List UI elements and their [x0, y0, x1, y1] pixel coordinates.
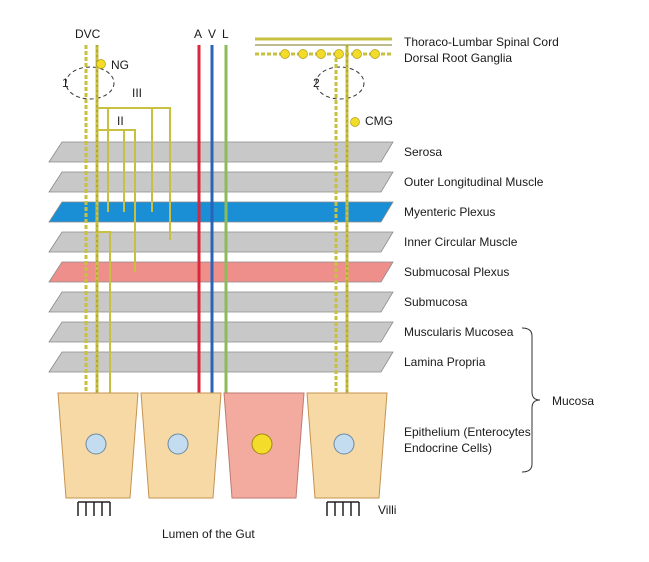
- celiac-mesenteric-ganglion: [350, 117, 360, 127]
- enterocyte-cell: [57, 392, 139, 499]
- mucosa-bracket: [521, 327, 541, 473]
- enterocyte-cell: [306, 392, 388, 499]
- dvc-label: DVC: [75, 27, 101, 41]
- layer-submucosal-plexus: [48, 261, 394, 283]
- layer-serosa: [48, 141, 394, 163]
- sympathetic-nerve-fibers: [334, 45, 360, 402]
- ng-label: NG: [111, 58, 129, 72]
- layer-myenteric-plexus: [48, 201, 394, 223]
- layer-label-submucosa: Submucosa: [404, 295, 468, 309]
- lymph-label: L: [222, 27, 229, 41]
- artery-label: A: [194, 27, 202, 41]
- vagal-nerve-fibers: [84, 45, 106, 402]
- layer-label-muscularis-mucosea: Muscularis Mucosea: [404, 325, 514, 339]
- neural-pathways: [97, 107, 171, 402]
- vein-label: V: [208, 27, 216, 41]
- epithelium-label-line1: Epithelium (Enterocytes: [404, 425, 531, 439]
- epithelium-label-line2: Endocrine Cells): [404, 441, 492, 455]
- cmg-label: CMG: [365, 114, 393, 128]
- layer-muscularis-mucosea: [48, 321, 394, 343]
- root-ganglia-label: Dorsal Root Ganglia: [404, 51, 512, 65]
- nodose-ganglion: [96, 59, 106, 69]
- layer-label-lamina-propria: Lamina Propria: [404, 355, 486, 369]
- pathway-II-label: II: [117, 114, 124, 128]
- layer-label-submucosal-plexus: Submucosal Plexus: [404, 265, 509, 279]
- loop-1-ellipse: [65, 66, 115, 100]
- spinal-cord-bar: [255, 37, 392, 46]
- layer-inner-circular-muscle: [48, 231, 394, 253]
- layers-group: [48, 141, 394, 373]
- villi-label: Villi: [378, 503, 396, 517]
- loop-2-ellipse: [315, 66, 365, 100]
- dorsal-root-ganglia-row: [255, 49, 392, 59]
- layer-submucosa: [48, 291, 394, 313]
- endocrine-cell: [223, 392, 305, 499]
- mucosa-label: Mucosa: [552, 394, 594, 408]
- layer-label-inner-circular-muscle: Inner Circular Muscle: [404, 235, 518, 249]
- layer-outer-longitudinal-muscle: [48, 171, 394, 193]
- epithelium: [57, 392, 388, 499]
- lumen-label: Lumen of the Gut: [162, 527, 255, 541]
- layer-lamina-propria: [48, 351, 394, 373]
- layer-label-myenteric-plexus: Myenteric Plexus: [404, 205, 495, 219]
- vessels: [197, 45, 228, 402]
- layer-label-serosa: Serosa: [404, 145, 442, 159]
- layer-label-outer-longitudinal-muscle: Outer Longitudinal Muscle: [404, 175, 544, 189]
- spinal-cord-label: Thoraco-Lumbar Spinal Cord: [404, 35, 559, 49]
- villi: [77, 501, 360, 516]
- enterocyte-cell: [140, 392, 222, 499]
- pathway-III-label: III: [132, 86, 142, 100]
